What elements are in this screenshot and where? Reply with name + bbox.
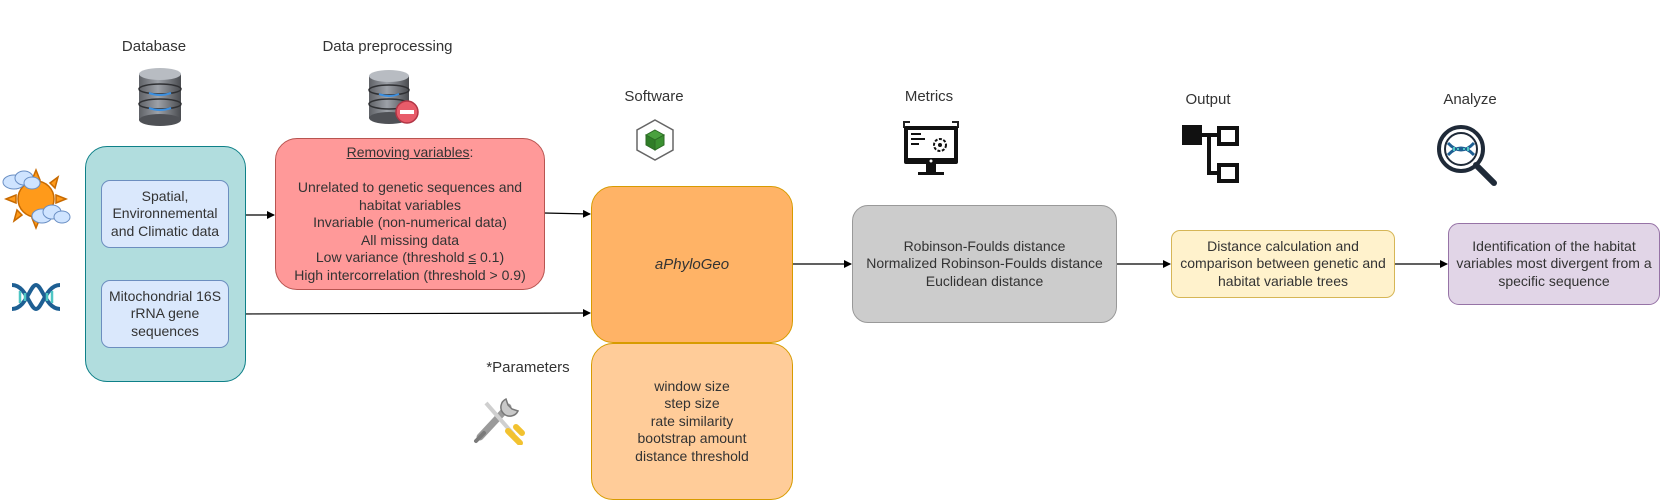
genetic-line: Mitochondrial 16S — [108, 287, 222, 304]
tools-icon — [474, 397, 525, 445]
parameter-item: step size — [664, 395, 720, 412]
spatial-data-box: Spatial, Environnemental and Climatic da… — [101, 180, 229, 248]
preprocessing-line: High intercorrelation (threshold > 0.9) — [294, 266, 526, 283]
output-line: habitat variable trees — [1218, 272, 1348, 289]
dna-icon — [11, 282, 61, 312]
arrow-preprocessing-to-software — [543, 209, 591, 218]
spatial-line: Environnemental — [112, 205, 218, 222]
header-preprocessing: Data preprocessing — [322, 38, 453, 55]
preprocessing-line: All missing data — [360, 231, 460, 248]
analyze-line: Identification of the habitat — [1472, 237, 1636, 254]
software-name: aPhyloGeo — [654, 255, 730, 273]
output-box: Distance calculation and comparison betw… — [1171, 230, 1395, 298]
analyze-line: specific sequence — [1498, 272, 1610, 289]
parameter-item: rate similarity — [650, 412, 734, 429]
genetic-line: rRNA gene — [130, 305, 200, 322]
parameter-item: distance threshold — [635, 447, 749, 464]
spatial-line: Spatial, — [141, 187, 189, 204]
header-software: Software — [624, 88, 684, 105]
software-box: aPhyloGeo — [591, 186, 793, 343]
output-line: comparison between genetic and — [1180, 255, 1386, 272]
dna-magnifier-icon — [1437, 125, 1497, 186]
metric-item: Normalized Robinson-Foulds distance — [866, 255, 1103, 272]
preprocessing-line: habitat variables — [359, 196, 461, 213]
metric-item: Robinson-Foulds distance — [903, 237, 1066, 254]
analyze-line: variables most divergent from a — [1456, 255, 1652, 272]
genetic-line: sequences — [131, 322, 199, 339]
weather-icon — [2, 168, 71, 230]
arrow-genetic-to-software — [228, 309, 591, 318]
monitor-settings-icon — [903, 121, 959, 175]
header-parameters: *Parameters — [486, 359, 570, 376]
preprocessing-box: Removing variables: Unrelated to genetic… — [275, 138, 545, 290]
header-metrics: Metrics — [904, 88, 954, 105]
analyze-box: Identification of the habitat variables … — [1448, 223, 1660, 305]
header-analyze: Analyze — [1443, 91, 1497, 108]
preprocessing-title: Removing variables: — [346, 144, 474, 160]
cube-icon — [636, 119, 674, 161]
preprocessing-line: Unrelated to genetic sequences and — [297, 179, 523, 195]
header-database: Database — [121, 38, 187, 55]
tree-diagram-icon — [1182, 125, 1239, 183]
output-line: Distance calculation and — [1207, 237, 1359, 254]
genetic-data-box: Mitochondrial 16S rRNA gene sequences — [101, 280, 229, 348]
metrics-box: Robinson-Foulds distance Normalized Robi… — [852, 205, 1117, 323]
database-remove-icon — [368, 70, 419, 124]
preprocessing-line: Invariable (non-numerical data) — [313, 214, 507, 230]
metric-item: Euclidean distance — [925, 272, 1044, 289]
preprocessing-low-variance: Low variance (threshold ≤ 0.1) — [315, 249, 505, 265]
database-icon — [138, 68, 182, 126]
spatial-line: and Climatic data — [110, 222, 220, 239]
parameters-box: window size step size rate similarity bo… — [591, 343, 793, 500]
header-output: Output — [1185, 91, 1231, 108]
parameter-item: bootstrap amount — [637, 430, 747, 447]
parameter-item: window size — [654, 377, 730, 394]
